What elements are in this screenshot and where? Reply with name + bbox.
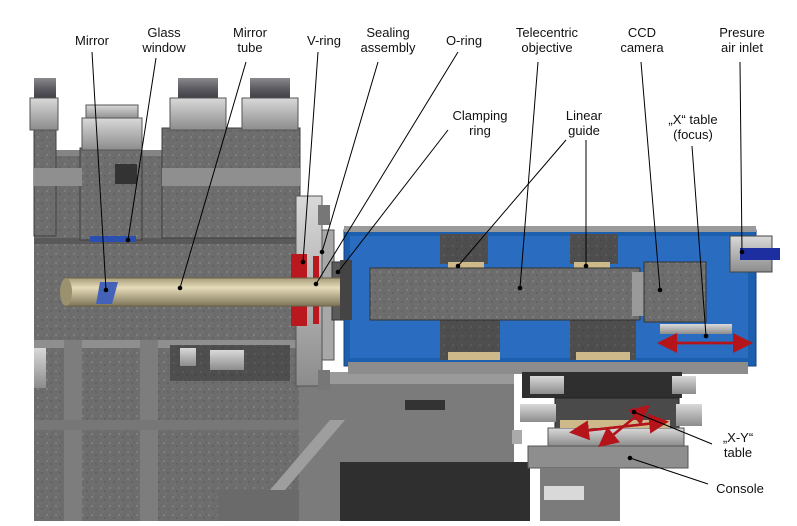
label-ccd-camera: CCD camera [610,25,674,55]
label-glass-window-line1: Glass [147,25,181,40]
label-o-ring: O-ring [434,33,494,48]
mirror-tube [60,277,361,307]
label-mirror-tube-line2: tube [237,40,263,55]
label-linear-guide-line2: guide [568,123,600,138]
label-x-table-line1: „X“ table [668,112,718,127]
label-pressure-air-inlet-line1: Presure [719,25,765,40]
label-telecentric-objective-line1: Telecentric [515,25,579,40]
label-mirror: Mirror [64,33,120,48]
label-glass-window: Glass window [130,25,198,55]
label-ccd-camera-line2: camera [620,40,664,55]
xy-table-assembly [520,372,702,521]
label-telecentric-objective: Telecentric objective [502,25,592,55]
label-pressure-air-inlet: Presure air inlet [706,25,778,55]
upper-fixtures [29,78,301,242]
label-mirror-tube-line1: Mirror [233,25,267,40]
label-console-line1: Console [716,481,764,496]
label-x-table: „X“ table (focus) [654,112,732,142]
label-clamping-ring: Clamping ring [442,108,518,138]
label-clamping-ring-line2: ring [469,123,491,138]
label-o-ring-line1: O-ring [445,33,483,48]
label-xy-table: „X-Y“ table [706,430,770,460]
label-telecentric-objective-line2: objective [521,40,573,55]
label-clamping-ring-line1: Clamping [452,108,508,123]
label-xy-table-line1: „X-Y“ [722,430,754,445]
label-mirror-line1: Mirror [75,33,109,48]
label-sealing-assembly: Sealing assembly [350,25,426,55]
label-v-ring: V-ring [294,33,354,48]
camera-housing [340,226,780,374]
label-glass-window-line2: window [142,40,186,55]
label-console: Console [708,481,772,496]
label-pressure-air-inlet-line2: air inlet [721,40,763,55]
label-v-ring-line1: V-ring [307,33,341,48]
label-linear-guide-line1: Linear [565,108,603,123]
label-sealing-assembly-line1: Sealing [366,25,410,40]
label-linear-guide: Linear guide [552,108,616,138]
console-structure [270,372,530,521]
label-x-table-line2: (focus) [673,127,713,142]
leader-lines [91,51,745,485]
label-sealing-assembly-line2: assembly [360,40,416,55]
label-mirror-tube: Mirror tube [220,25,280,55]
label-xy-table-line2: table [723,445,753,460]
label-ccd-camera-line1: CCD [627,25,657,40]
